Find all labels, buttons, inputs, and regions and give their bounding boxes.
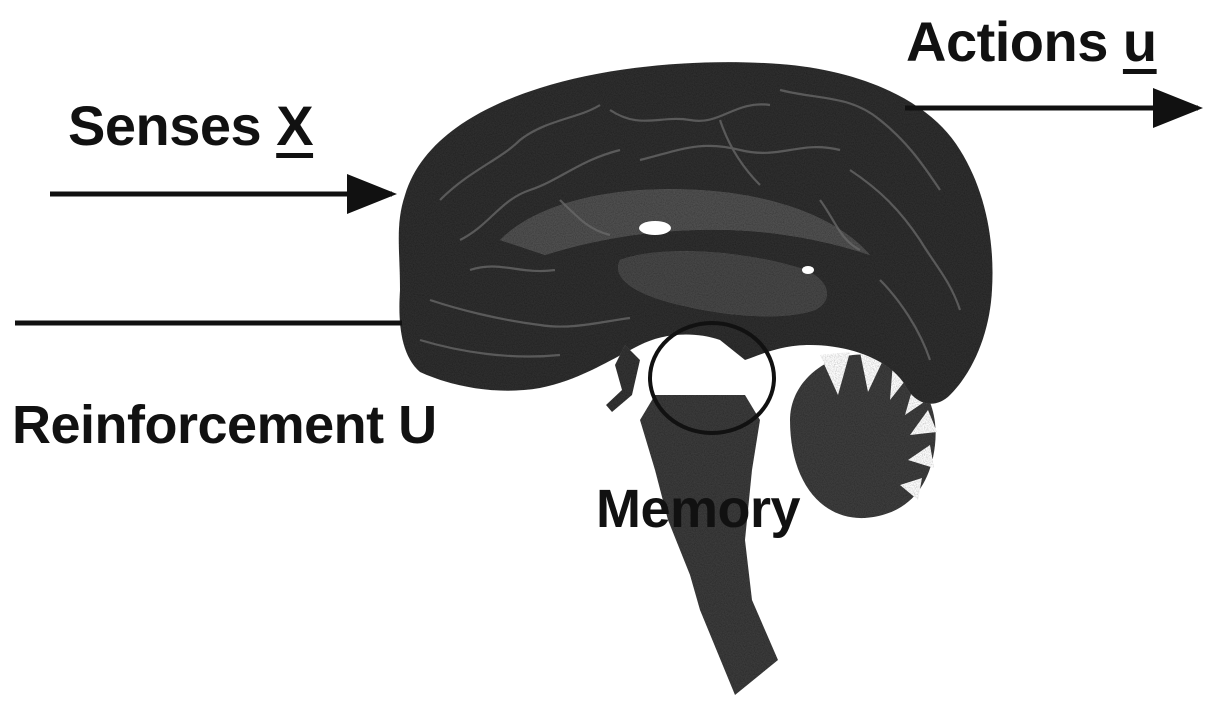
brainstem <box>640 395 778 695</box>
senses-label: Senses X <box>68 98 313 154</box>
reinforcement-label: Reinforcement U <box>12 398 437 452</box>
highlight-center <box>639 221 671 235</box>
actions-label: Actions u <box>906 14 1157 70</box>
senses-text: Senses <box>68 94 261 157</box>
highlight-small <box>802 266 814 274</box>
memory-label: Memory <box>596 482 800 536</box>
memory-text: Memory <box>596 479 800 539</box>
actions-symbol: u <box>1123 10 1157 73</box>
cerebrum <box>399 62 993 404</box>
reinforcement-symbol: U <box>398 395 437 455</box>
senses-symbol: X <box>276 94 313 157</box>
reinforcement-text: Reinforcement <box>12 395 384 455</box>
actions-text: Actions <box>906 10 1108 73</box>
